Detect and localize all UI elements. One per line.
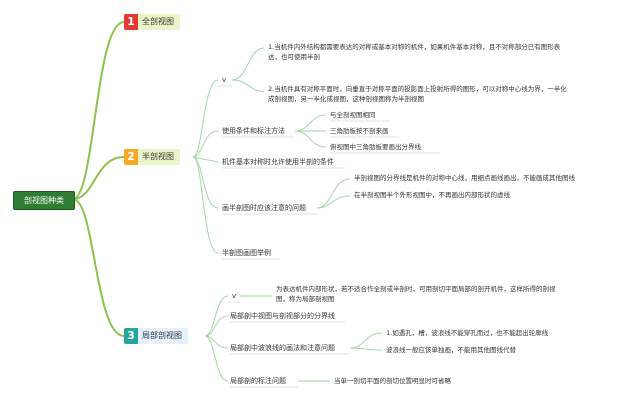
half-attention-node[interactable]: 画半剖图时应该注意的问题 [222, 204, 306, 212]
condition-item-3: 俯视图中三角肋板要画出分界线 [330, 143, 421, 151]
connector-wave-2 [349, 347, 383, 351]
connector-partial-v [204, 295, 229, 337]
branch-full-section[interactable]: 1 全剖视图 [124, 14, 180, 30]
connector-att-1 [316, 178, 351, 209]
branch-label: 全剖视图 [142, 17, 174, 26]
half-conditions-node[interactable]: 使用条件和标注方法 [222, 127, 285, 135]
connector-half-v [192, 79, 219, 158]
branch-number-badge: 3 [124, 328, 138, 344]
half-examples-node[interactable]: 半剖图画图举例 [222, 249, 271, 257]
attention-item-1: 半剖视图的分界线是机件的对称中心线，用细点画线画出，不能画成其他图线 [354, 174, 575, 182]
attention-item-2: 在半剖视图半个外形视图中，不再画出内部形状的虚线 [354, 191, 510, 199]
connector-partial-marking [204, 335, 229, 382]
branch-label: 局部剖视图 [142, 331, 182, 340]
connector-half-examples [192, 156, 219, 254]
wave-item-1: 1.如遇孔，槽，波浪线不能穿孔而过，也不能超出轮廓线 [386, 329, 549, 337]
partial-v-text: 为表达机件内部形状，若不适合作全剖或半剖时，可用剖切平面局部的剖开机件，这样所得… [276, 285, 556, 303]
connector-v-item2 [231, 79, 265, 93]
branch-number-badge: 1 [124, 14, 138, 30]
connector-root-half [72, 156, 125, 200]
half-v-item-1: 1.当机件内外结构都需要表达的对称或基本对称的机件，如果机件基本对称，且不对称部… [268, 43, 561, 61]
connector-v-item1 [231, 47, 265, 81]
condition-item-1: 与全剖视图相同 [330, 111, 376, 119]
connector-half-symmetry [192, 156, 219, 163]
half-symmetry-node[interactable]: 机件基本对称时允许使用半剖的条件 [222, 158, 334, 166]
connector-root-full [72, 21, 125, 200]
connector-partial-boundary [204, 315, 229, 337]
root-node[interactable]: 剖视图种类 [13, 191, 75, 210]
partial-v-node[interactable]: v [232, 292, 237, 300]
partial-wave-node[interactable]: 局部剖中波浪线的画法和注意问题 [230, 344, 335, 352]
branch-label: 半剖视图 [142, 152, 174, 161]
connector-wave-1 [349, 332, 383, 349]
condition-item-2: 三角肋板按不剖来画 [330, 127, 389, 135]
connector-cond-1 [294, 114, 327, 132]
branch-partial-section[interactable]: 3 局部剖视图 [124, 328, 188, 344]
connector-root-partial [72, 198, 125, 337]
connector-half-attention [192, 156, 219, 209]
partial-marking-node[interactable]: 局部剖的标注问题 [230, 377, 286, 385]
wave-item-2: 波浪线一般应该单独画，不能用其他图线代替 [386, 346, 516, 354]
connector-att-2 [316, 195, 351, 209]
half-v-item-2: 2.当机件具有对称平面时，向垂直于对称平面的投影面上投射所得的图形，可以对称中心… [268, 85, 567, 103]
marking-text: 当单一剖切平面的剖切位置明显时可省略 [334, 377, 451, 385]
partial-boundary-node[interactable]: 局部剖中视图与剖视部分的分界线 [230, 312, 335, 320]
half-v-node[interactable]: v [222, 76, 227, 84]
connector-half-conditions [192, 130, 219, 158]
branch-half-section[interactable]: 2 半剖视图 [124, 149, 180, 165]
connector-cond-3 [294, 130, 327, 148]
branch-number-badge: 2 [124, 149, 138, 165]
